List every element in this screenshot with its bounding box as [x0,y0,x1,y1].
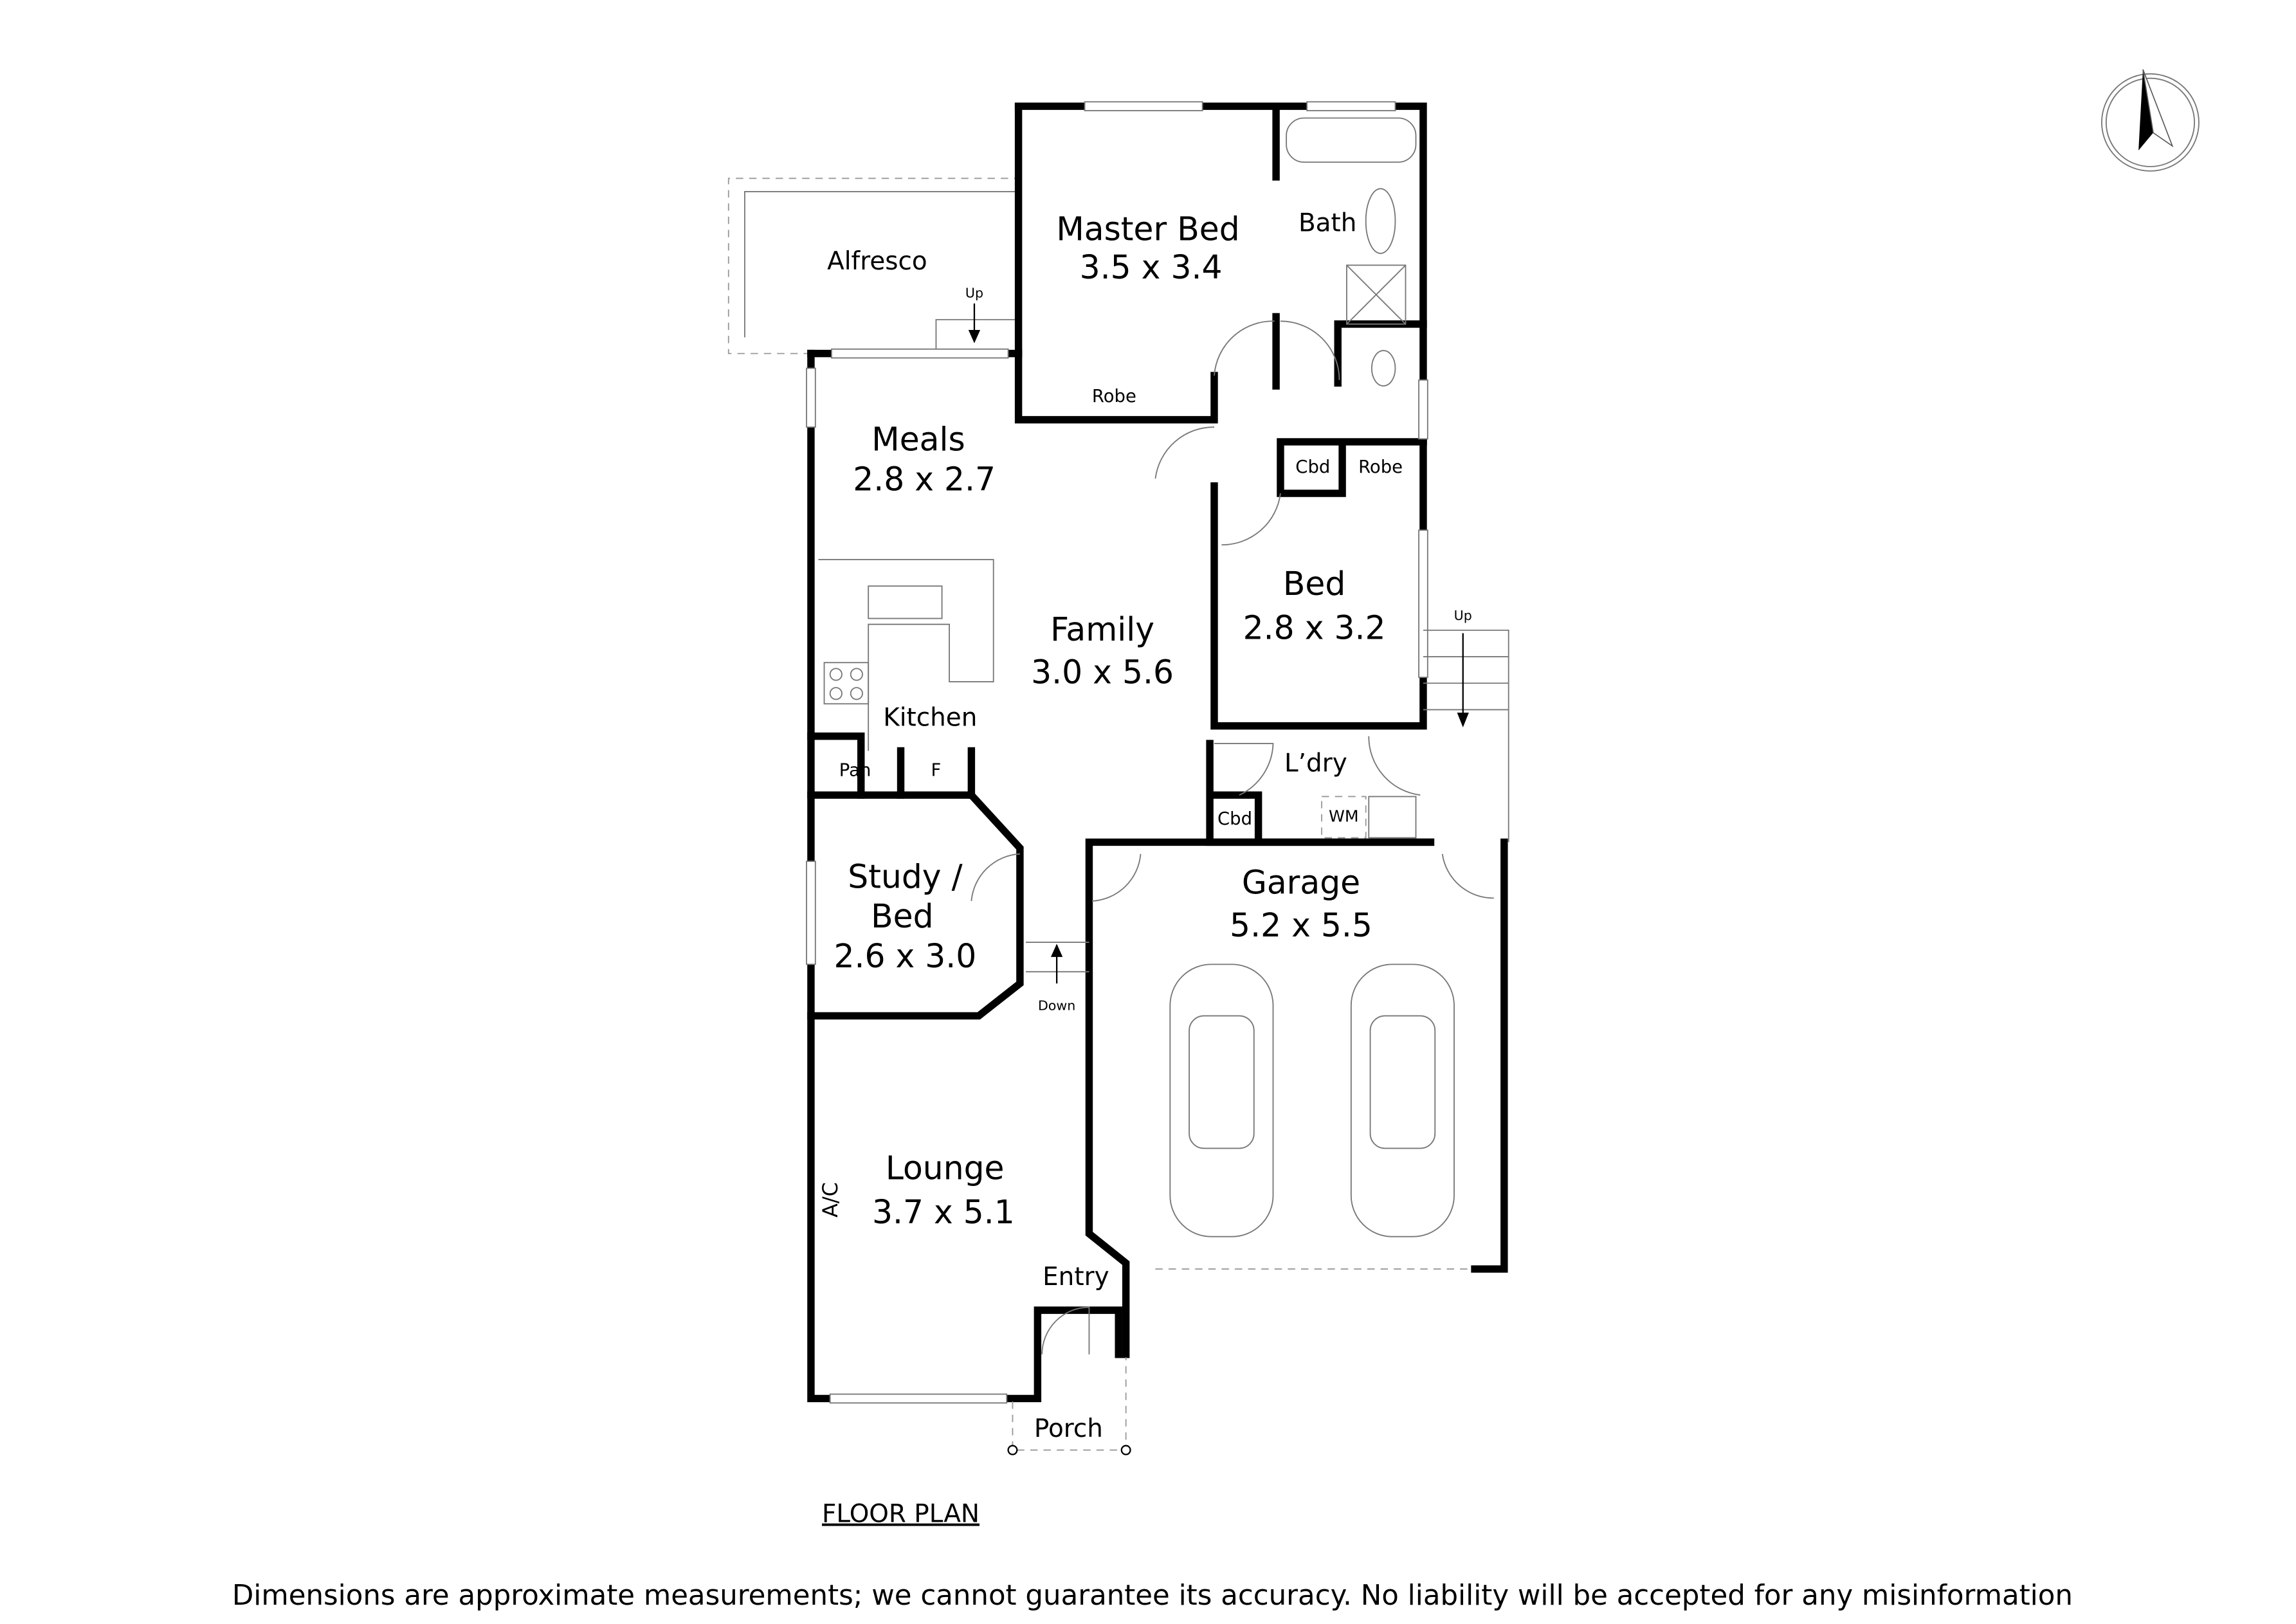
alfresco-outline [727,178,1019,354]
label-pantry: Pan [839,760,871,780]
room-name-laundry: L’dry [1284,749,1347,778]
porch-outline [1007,1357,1131,1455]
room-name-porch: Porch [1034,1414,1103,1443]
cooktop-icon [823,662,870,705]
label-down: Down [1038,998,1075,1013]
north-arrow-icon [2101,69,2200,172]
bathtub-icon [1286,117,1417,163]
room-dims-garage: 5.2 x 5.5 [1230,906,1372,944]
trough-icon [1368,796,1417,839]
room-name-study: Study / [848,857,962,895]
doors [970,320,1494,1355]
room-dims-meals: 2.8 x 2.7 [853,460,996,498]
label-fridge: F [931,760,942,780]
label-cbd-laundry: Cbd [1217,809,1252,829]
room-dims-lounge: 3.7 x 5.1 [872,1193,1015,1231]
plan-title: FLOOR PLAN [822,1500,979,1529]
room-name-garage: Garage [1242,864,1360,902]
room-name-study-bed: Bed [871,897,933,935]
shower-icon [1346,264,1407,325]
label-up-alfresco: Up [965,286,983,301]
room-name-lounge: Lounge [886,1149,1005,1187]
stairs [1423,629,1509,843]
windows [806,101,1472,1404]
disclaimer: Dimensions are approximate measurements;… [232,1580,2073,1612]
sink-icon [868,585,943,619]
car-icon [1350,963,1455,1237]
arrow-up-icon [1050,944,1063,957]
alfresco-step [968,303,981,343]
label-ac: A/C [818,1182,843,1218]
room-dims-family: 3.0 x 5.6 [1031,653,1174,691]
room-name-family: Family [1050,610,1154,648]
room-name-entry: Entry [1043,1263,1109,1291]
washing-machine-icon [1321,796,1367,839]
room-name-meals: Meals [871,421,965,459]
fixtures [818,117,1509,1455]
room-dims-bed: 2.8 x 3.2 [1243,609,1386,647]
toilet-icon [1371,350,1396,387]
room-dims-master-bed: 3.5 x 3.4 [1080,248,1223,286]
label-wm: WM [1329,807,1359,825]
room-name-alfresco: Alfresco [827,247,927,276]
room-name-bed: Bed [1283,565,1345,603]
room-name-bath: Bath [1298,209,1356,238]
label-robe-bed: Robe [1358,457,1403,477]
basin-icon [1365,188,1396,254]
car-icon [1169,963,1274,1237]
room-dims-study: 2.6 x 3.0 [834,937,976,975]
room-labels: Master Bed 3.5 x 3.4 Bath Alfresco Meals… [818,209,1472,1443]
label-cbd-bed: Cbd [1295,457,1330,477]
label-robe-master: Robe [1092,387,1136,406]
hall-step [1026,942,1089,984]
arrow-down-icon [1457,713,1469,727]
room-name-kitchen: Kitchen [883,704,977,733]
arrow-down-icon [968,330,981,343]
room-name-master-bed: Master Bed [1056,210,1239,248]
label-up-stairs: Up [1454,608,1472,623]
